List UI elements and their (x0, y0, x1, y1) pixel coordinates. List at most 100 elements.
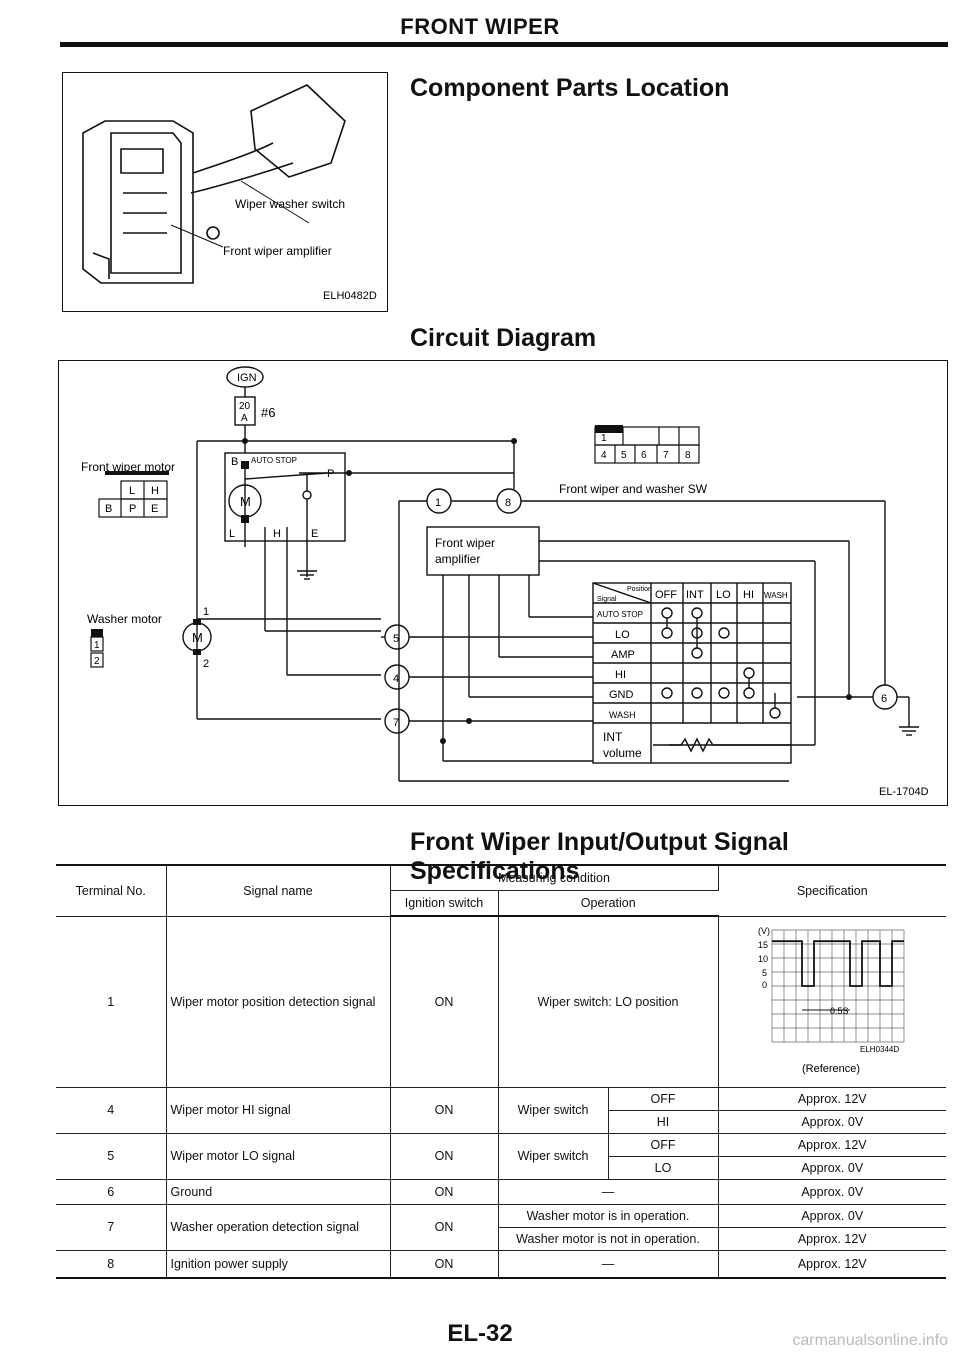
wm-pin-l: L (129, 485, 135, 497)
circuit-diagram: IGN 20 A #6 Front wiper motor L H B P E … (58, 360, 948, 806)
hdr-ignition: Ignition switch (390, 890, 499, 917)
header-row: Terminal No. Signal name Measuring condi… (56, 865, 946, 917)
grid-col-wash: WASH (764, 591, 788, 600)
grid-col-off: OFF (655, 589, 677, 601)
page-number: EL-32 (447, 1320, 513, 1347)
page-title: FRONT WIPER (400, 14, 560, 39)
spec-table: Terminal No. Signal name Measuring condi… (56, 864, 946, 1279)
row6-operation: — (498, 1179, 719, 1205)
amp-label-2: amplifier (435, 552, 480, 566)
row1-operation: Wiper switch: LO position (498, 916, 719, 1088)
watermark: carmanualsonline.info (792, 1332, 948, 1349)
terminal-1: 1 (435, 497, 441, 509)
int-label-2: volume (603, 746, 642, 760)
row5-sub2-cond: LO (608, 1156, 719, 1180)
row6-spec: Approx. 0V (718, 1179, 946, 1205)
sw-pin-5: 5 (621, 450, 627, 461)
pulse-trace (772, 940, 905, 987)
fuse-bottom: A (241, 413, 248, 424)
row7-sub1-spec: Approx. 0V (718, 1204, 946, 1228)
table-row: 5 Wiper motor LO signal ON Wiper switch … (56, 1133, 946, 1180)
graph-tick-10: 10 (758, 954, 768, 964)
circuit-svg: IGN 20 A #6 Front wiper motor L H B P E … (81, 366, 929, 798)
hdr-signal: Signal name (166, 865, 391, 917)
row8-spec: Approx. 12V (797, 1256, 867, 1271)
terminal-4: 4 (393, 673, 399, 685)
row5-terminal: 5 (56, 1133, 167, 1180)
fuse-top: 20 (239, 401, 251, 412)
row1-spec: (V) 15 10 5 0 0.5S ELH0344D (Reference) (718, 916, 946, 1088)
row4-operation: Wiper switch (498, 1087, 609, 1134)
graph-tick-5: 5 (762, 968, 767, 978)
graph-code: ELH0344D (860, 1045, 899, 1054)
sw-pin-8: 8 (685, 450, 691, 461)
row7-signal: Washer operation detection signal (166, 1204, 391, 1251)
row5-operation: Wiper switch (498, 1133, 609, 1180)
graph-tick-15: 15 (758, 940, 768, 950)
row1-signal: Wiper motor position detection signal (166, 916, 391, 1088)
graph-period: 0.5S (830, 1006, 849, 1016)
row4-terminal: 4 (56, 1087, 167, 1134)
sw-pin-top-1: 1 (601, 433, 607, 444)
int-label-1: INT (603, 730, 623, 744)
wm-pin-b: B (105, 503, 112, 515)
row6-terminal: 6 (56, 1179, 167, 1205)
row5-sub1-spec: Approx. 12V (718, 1133, 946, 1157)
wm-pin-p: P (129, 503, 136, 515)
reference-label: (Reference) (802, 1063, 860, 1075)
wiper-motor-label: Front wiper motor (81, 460, 175, 474)
wm-pin-h: H (151, 485, 159, 497)
washer-pin-2: 2 (94, 656, 100, 667)
table-row: 6 Ground ON — Approx. 0V (56, 1179, 946, 1205)
row8-terminal: 8 (56, 1250, 167, 1278)
graph-unit: (V) (758, 926, 770, 936)
figure-code: ELH0482D (323, 290, 377, 302)
motor-m: M (240, 494, 251, 509)
circuit-code: EL-1704D (879, 786, 929, 798)
circuit-heading: Circuit Diagram (410, 324, 597, 352)
pin-h: H (273, 528, 281, 540)
terminal-6: 6 (881, 693, 887, 705)
terminal-7: 7 (393, 717, 399, 729)
grid-row-autostop: AUTO STOP (597, 610, 643, 619)
grid-row-lo: LO (615, 629, 630, 641)
row5-sub2-spec: Approx. 0V (718, 1156, 946, 1180)
switch-illustration: Wiper washer switch Front wiper amplifie… (82, 84, 377, 302)
row4-sub2-cond: HI (608, 1110, 719, 1134)
row4-sub1-spec: Approx. 12V (718, 1087, 946, 1111)
wm-pin-e: E (151, 503, 158, 515)
auto-stop-label: AUTO STOP (251, 456, 297, 465)
hdr-measuring: Measuring condition (390, 865, 719, 891)
grid-row-wash: WASH (609, 710, 636, 720)
row4-signal: Wiper motor HI signal (166, 1087, 391, 1134)
pin-e: E (311, 528, 318, 540)
sw-label: Front wiper and washer SW (559, 482, 708, 496)
row7-sub1-cond: Washer motor is in operation. (498, 1204, 719, 1228)
ign-label: IGN (237, 372, 257, 384)
component-figure: Wiper washer switch Front wiper amplifie… (62, 72, 388, 312)
row6-signal: Ground (166, 1179, 391, 1205)
terminal-5: 5 (393, 633, 399, 645)
row5-ignition: ON (390, 1133, 499, 1180)
hdr-specification: Specification (718, 865, 946, 917)
terminal-8: 8 (505, 497, 511, 509)
washer-pin-label-2: 2 (203, 658, 209, 670)
washer-switch-label: Wiper washer switch (235, 197, 345, 211)
hdr-terminal: Terminal No. (56, 865, 167, 917)
row8-signal: Ignition power supply (166, 1250, 391, 1278)
row1-terminal: 1 (56, 916, 167, 1088)
hdr-operation: Operation (498, 890, 718, 917)
sw-pin-4: 4 (601, 450, 607, 461)
amp-label-1: Front wiper (435, 536, 495, 550)
row7-terminal: 7 (56, 1204, 167, 1251)
row5-signal: Wiper motor LO signal (166, 1133, 391, 1180)
table-row: 4 Wiper motor HI signal ON Wiper switch … (56, 1087, 946, 1134)
row4-sub2-spec: Approx. 0V (718, 1110, 946, 1134)
fuse-number: #6 (261, 405, 275, 420)
washer-pin-1: 1 (94, 640, 100, 651)
amplifier-label: Front wiper amplifier (223, 244, 332, 258)
row6-ignition: ON (390, 1179, 499, 1205)
table-row: 8 Ignition power supply ON — Approx. 12V (56, 1250, 946, 1278)
graph-tick-0: 0 (762, 980, 767, 990)
component-heading: Component Parts Location (410, 74, 730, 102)
